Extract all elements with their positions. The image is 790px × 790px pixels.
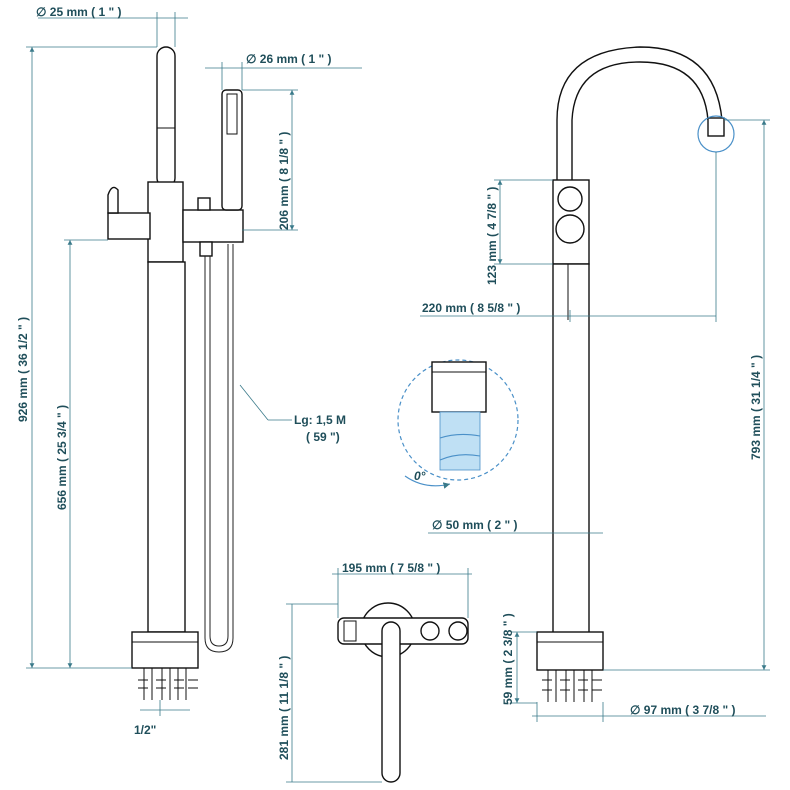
hose [204, 244, 234, 653]
diverter-block [182, 209, 244, 243]
top-view [337, 602, 469, 783]
dim-123mm: 123 mm ( 4 7/8 " ) [485, 187, 499, 285]
dim-926mm: 926 mm ( 36 1/2 " ) [16, 317, 30, 422]
thread-size-label: 1/2" [134, 723, 156, 737]
dim-195mm: 195 mm ( 7 5/8 " ) [342, 561, 440, 575]
dim-25mm: ∅ 25 mm ( 1 " ) [36, 5, 122, 19]
front-column [552, 263, 590, 635]
mixer-lever [156, 46, 176, 188]
dim-281mm: 281 mm ( 11 1/8 " ) [277, 656, 291, 760]
dim-50mm: ∅ 50 mm ( 2 " ) [432, 518, 518, 532]
handshower [221, 89, 243, 211]
dim-206mm: 206 mm ( 8 1/8 " ) [277, 132, 291, 230]
column [147, 261, 186, 633]
base [131, 631, 199, 669]
mixer-body [147, 181, 184, 263]
dim-59mm: 59 mm ( 2 3/8 " ) [501, 613, 515, 705]
angle-label: 0° [414, 469, 426, 483]
dim-220mm: 220 mm ( 8 5/8 " ) [422, 301, 520, 315]
angle-detail: 0° [397, 359, 519, 489]
detail-spout [431, 361, 487, 413]
detail-water-outlet [439, 411, 481, 471]
dim-793mm: 793 mm ( 31 1/4 " ) [749, 355, 763, 460]
front-view [536, 46, 735, 702]
side-view [107, 46, 244, 700]
side-view-dimensions: ∅ 25 mm ( 1 " ) ∅ 26 mm ( 1 " ) 206 mm (… [16, 5, 362, 737]
dim-656mm: 656 mm ( 25 3/4 " ) [55, 405, 69, 510]
front-view-dimensions: 123 mm ( 4 7/8 " ) 220 mm ( 8 5/8 " ) 79… [420, 119, 770, 722]
top-view-dimensions: 195 mm ( 7 5/8 " ) 281 mm ( 11 1/8 " ) [277, 561, 472, 783]
spout [107, 212, 151, 240]
dim-26mm: ∅ 26 mm ( 1 " ) [246, 52, 332, 66]
front-base [536, 631, 604, 671]
hose-length-label: Lg: 1,5 M [294, 413, 346, 427]
hose-length-inches: ( 59 ") [306, 430, 340, 444]
top-view-lever [381, 621, 401, 783]
dim-97mm: ∅ 97 mm ( 3 7/8 " ) [630, 703, 736, 717]
